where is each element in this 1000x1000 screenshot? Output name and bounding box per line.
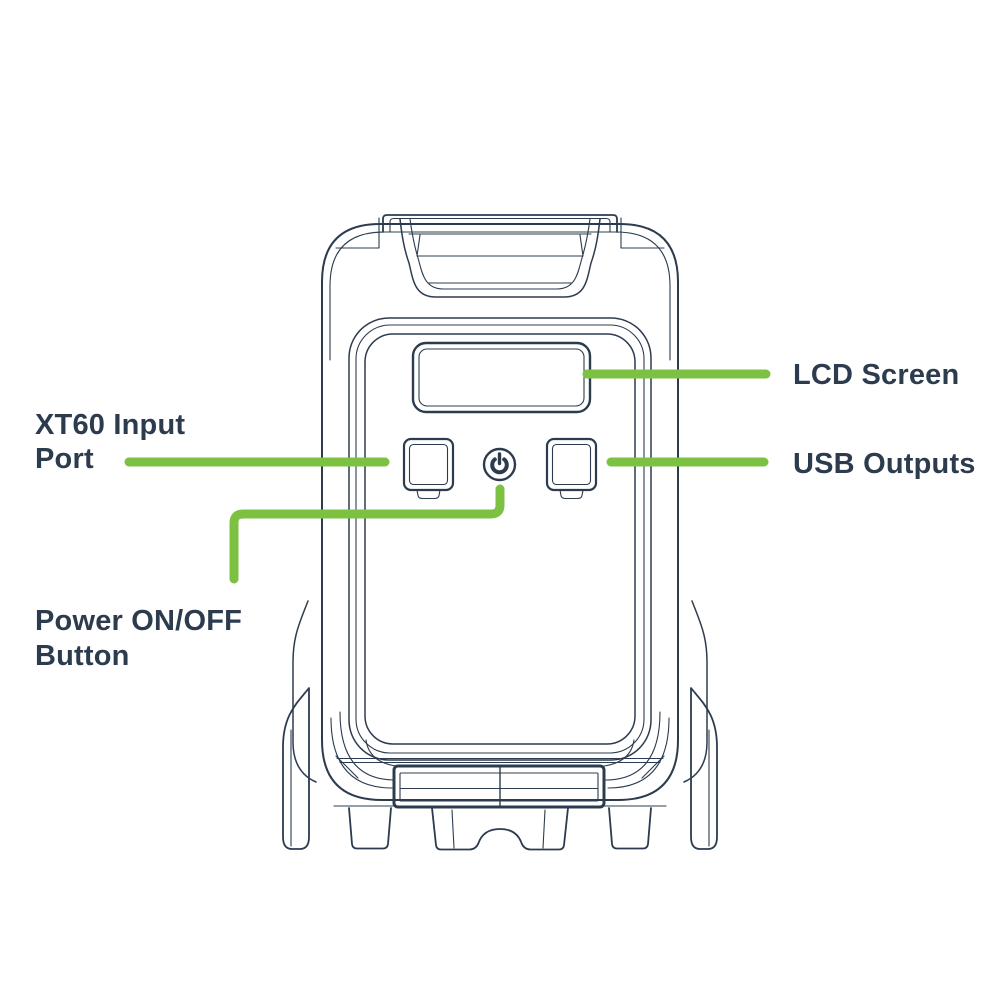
- usb-outputs-label-text: USB Outputs: [793, 448, 976, 480]
- lcd-screen-label-text: LCD Screen: [793, 359, 960, 391]
- power-on-off-button-label: Power ON/OFF Button: [35, 604, 242, 674]
- usb-port-shape: [545, 437, 598, 500]
- xt60-label-line2: Port: [35, 443, 94, 475]
- power-button-shape: [482, 447, 517, 482]
- device-feet: [348, 807, 652, 851]
- device-base: [392, 764, 606, 809]
- callout-lines: [124, 369, 771, 584]
- device-front-panel: [348, 317, 652, 761]
- xt60-port-shape: [402, 437, 455, 500]
- power-label-line1: Power ON/OFF: [35, 605, 243, 637]
- power-label-line2: Button: [35, 640, 130, 672]
- xt60-label-line1: XT60 Input: [35, 409, 186, 441]
- side-fins: [282, 687, 718, 850]
- lcd-screen-shape: [411, 341, 592, 414]
- xt60-input-port-label: XT60 Input Port: [35, 408, 185, 476]
- device-handle: [382, 214, 618, 298]
- lcd-screen-label: LCD Screen: [793, 358, 959, 392]
- usb-outputs-label: USB Outputs: [793, 447, 976, 481]
- power-icon: [490, 452, 509, 475]
- power-callout-line: [229, 484, 505, 584]
